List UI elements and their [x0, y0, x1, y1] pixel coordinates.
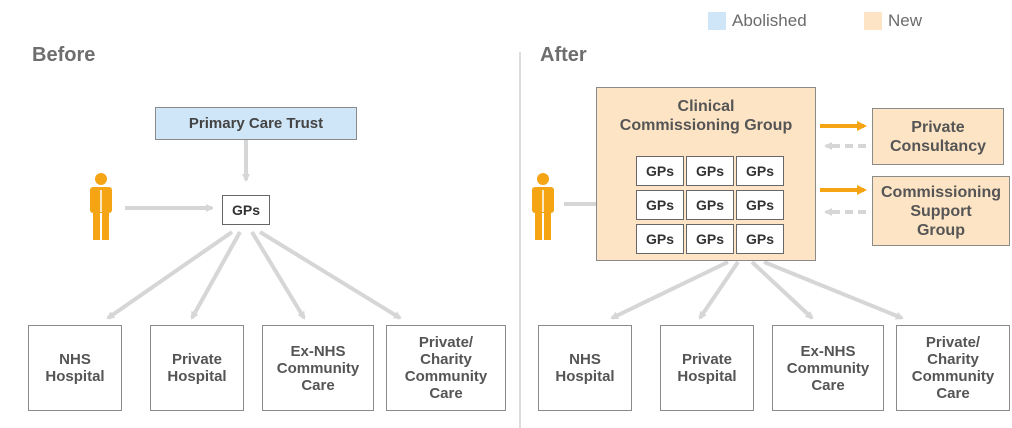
ccg-gp-5: GPs — [686, 190, 734, 220]
after-dest-private-charity-care: Private/ Charity Community Care — [896, 325, 1010, 411]
arrow-gps-to-nhs — [106, 230, 234, 320]
before-dest-nhs-hospital: NHS Hospital — [28, 325, 122, 411]
before-gps-box: GPs — [222, 195, 270, 225]
arrow-ccg-to-exnhs — [750, 260, 814, 320]
private-consultancy-box: Private Consultancy — [872, 108, 1004, 165]
legend-swatch-new — [864, 12, 882, 30]
arrow-ccg-to-charity — [763, 260, 904, 320]
section-divider — [519, 52, 521, 428]
ccg-gp-4: GPs — [636, 190, 684, 220]
legend-label-abolished: Abolished — [732, 11, 807, 30]
after-title: After — [540, 44, 587, 66]
ccg-gp-2: GPs — [686, 156, 734, 186]
arrow-gps-to-exnhs — [250, 230, 306, 320]
commissioning-support-group-box: Commissioning Support Group — [872, 176, 1010, 246]
legend-swatch-abolished — [708, 12, 726, 30]
before-patient-person-icon — [90, 173, 112, 240]
primary-care-trust-box: Primary Care Trust — [155, 107, 357, 140]
arrow-ccg-to-private — [698, 260, 740, 320]
ccg-gp-3: GPs — [736, 156, 784, 186]
ccg-label: Clinical Commissioning Group — [619, 98, 793, 134]
after-dest-exnhs-community-care: Ex-NHS Community Care — [772, 325, 884, 411]
before-title: Before — [32, 44, 96, 66]
after-dest-private-hospital: Private Hospital — [660, 325, 754, 411]
arrow-gps-to-charity — [258, 230, 402, 320]
ccg-gp-8: GPs — [686, 224, 734, 254]
before-dest-private-charity-care: Private/ Charity Community Care — [386, 325, 506, 411]
before-dest-exnhs-community-care: Ex-NHS Community Care — [262, 325, 374, 411]
arrow-ccg-to-nhs — [610, 260, 729, 320]
ccg-gp-7: GPs — [636, 224, 684, 254]
ccg-gp-6: GPs — [736, 190, 784, 220]
after-dest-nhs-hospital: NHS Hospital — [538, 325, 632, 411]
legend-label-new: New — [888, 11, 923, 30]
before-dest-private-hospital: Private Hospital — [150, 325, 244, 411]
after-patient-person-icon — [532, 173, 554, 240]
ccg-gp-9: GPs — [736, 224, 784, 254]
arrow-gps-to-private — [190, 231, 242, 320]
ccg-gp-1: GPs — [636, 156, 684, 186]
